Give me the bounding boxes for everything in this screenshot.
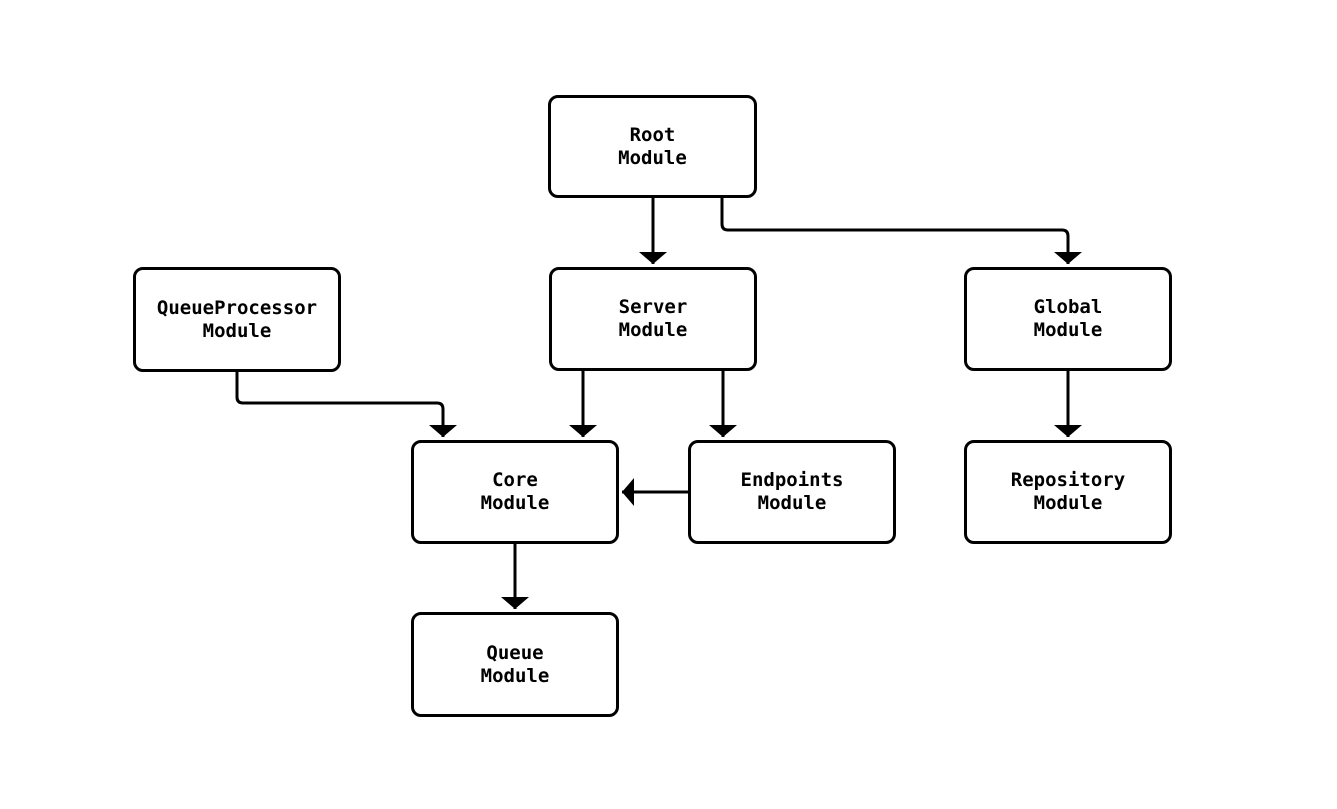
node-label-line: QueueProcessor	[156, 296, 318, 319]
node-label-line: Module	[618, 319, 688, 341]
node-label-line: Module	[202, 319, 272, 342]
node-label-line: Core	[492, 469, 538, 491]
node-label-line: Server	[618, 296, 688, 318]
node-label-line: Queue	[486, 641, 544, 664]
node-label-line: Repository	[1010, 469, 1126, 491]
edge-root-to-global	[720, 198, 1082, 264]
node-label-line: Module	[480, 492, 550, 514]
node-label-line: Endpoints	[740, 469, 844, 491]
edge-queueprocessor-to-core	[235, 372, 457, 437]
node-label-line: Module	[1033, 319, 1103, 341]
node-label-line: Module	[1033, 492, 1103, 514]
node-label-line: Module	[757, 492, 827, 514]
node-label-line: Root	[629, 123, 676, 146]
node-label-line: Module	[480, 664, 550, 687]
node-label-line: Module	[618, 146, 687, 169]
node-label-line: Global	[1033, 296, 1103, 318]
